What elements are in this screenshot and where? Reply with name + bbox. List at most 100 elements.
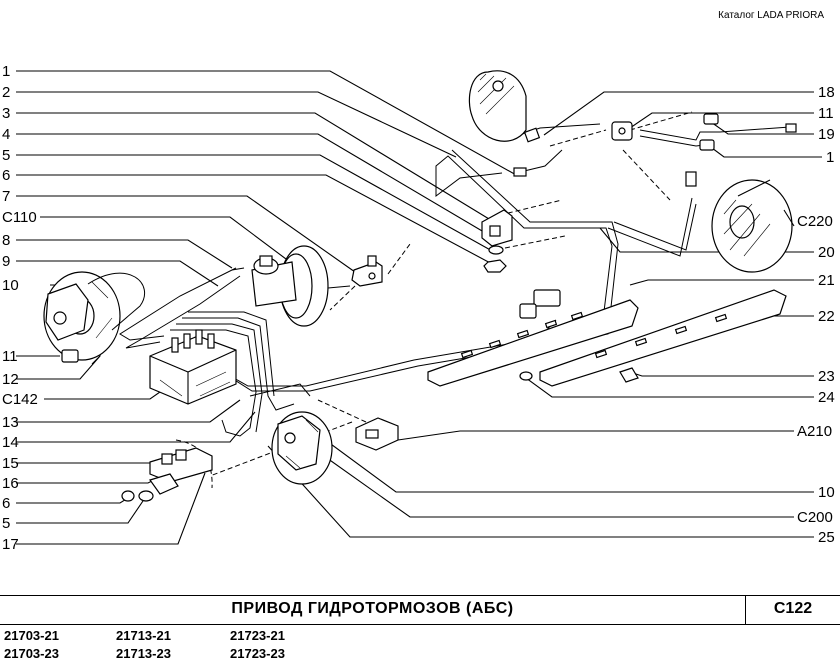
right-callouts: 18 11 19 1 C220 20 21 22 23 24 A210 10 C… xyxy=(797,84,835,546)
callout-16: 16 xyxy=(2,475,19,492)
leader-a210 xyxy=(397,430,794,441)
callout-22: 22 xyxy=(818,308,835,325)
clip-bracket-lower xyxy=(121,447,213,502)
abs-hydraulic-unit xyxy=(149,329,237,405)
callout-1r: 1 xyxy=(826,149,834,166)
callout-19: 19 xyxy=(818,126,835,143)
dash-tee-left xyxy=(549,129,607,147)
model-code: 21703-21 xyxy=(4,628,59,643)
front-left-brake xyxy=(43,271,146,363)
leader-17 xyxy=(16,472,206,545)
callout-13: 13 xyxy=(2,414,19,431)
callout-6b: 6 xyxy=(2,495,10,512)
callout-21: 21 xyxy=(818,272,835,289)
mounting-bracket-21 xyxy=(427,289,639,387)
model-code: 21723-23 xyxy=(230,646,285,661)
leader-12 xyxy=(16,355,101,380)
model-code: 21713-21 xyxy=(116,628,171,643)
tube-rear-left-c xyxy=(519,149,563,173)
mounting-bracket-22 xyxy=(539,289,787,387)
leader-6b xyxy=(16,497,129,504)
leader-8 xyxy=(16,239,233,269)
leader-14 xyxy=(16,411,256,443)
callout-10r: 10 xyxy=(818,484,835,501)
bracket-nut-cluster xyxy=(481,209,513,273)
callout-4: 4 xyxy=(2,126,10,143)
leader-9 xyxy=(16,260,219,287)
callout-8: 8 xyxy=(2,232,10,249)
callout-12: 12 xyxy=(2,371,19,388)
callout-9: 9 xyxy=(2,253,10,270)
leader-4 xyxy=(16,133,495,239)
dash-sensor-down xyxy=(329,285,356,311)
callout-11r: 11 xyxy=(818,105,834,122)
leader-c200 xyxy=(309,445,794,518)
callout-17: 17 xyxy=(2,536,19,553)
wheel-speed-sensor xyxy=(351,255,383,287)
front-right-brake xyxy=(271,411,333,485)
dashed-connectors xyxy=(175,111,693,489)
model-code: 21713-23 xyxy=(116,646,171,661)
leader-24 xyxy=(525,377,814,398)
leader-c110 xyxy=(40,216,291,263)
leader-1r xyxy=(711,147,822,158)
tube-rear-right xyxy=(607,197,693,257)
callout-11: 11 xyxy=(2,348,18,365)
leader-5 xyxy=(16,154,495,253)
dash-tee-right xyxy=(629,111,693,131)
tube-to-tee-right xyxy=(639,126,791,141)
leader-10r xyxy=(304,424,814,493)
brake-booster-master-cylinder xyxy=(231,245,351,327)
leader-13 xyxy=(16,399,241,423)
leader-11r xyxy=(629,112,814,129)
rear-right-drum xyxy=(711,179,795,273)
callout-23: 23 xyxy=(818,368,835,385)
brake-system-diagram: 1 2 3 4 5 6 7 C110 8 9 10 11 12 C142 13 … xyxy=(2,63,835,553)
callout-a210: A210 xyxy=(797,423,832,440)
model-code: 21703-23 xyxy=(4,646,59,661)
tube-abs-front-right-c xyxy=(182,317,295,411)
tube-abs-front-right-b xyxy=(176,323,263,433)
leader-5b xyxy=(16,497,146,524)
callout-1: 1 xyxy=(2,63,10,80)
leader-16 xyxy=(16,475,163,484)
dash-tee-down xyxy=(622,149,671,201)
left-callouts: 1 2 3 4 5 6 7 C110 8 9 10 11 12 C142 13 … xyxy=(2,63,38,553)
tube-master-to-abs-b xyxy=(125,275,241,349)
page-code: C122 xyxy=(773,600,813,617)
tube-abs-front-right-d xyxy=(188,311,275,397)
callout-c110: C110 xyxy=(2,209,37,226)
callout-15: 15 xyxy=(2,455,19,472)
callout-7: 7 xyxy=(2,188,10,205)
dash-sensor-up xyxy=(387,243,411,275)
page-title: ПРИВОД ГИДРОТОРМОЗОВ (АБС) xyxy=(231,600,514,617)
model-code: 21723-21 xyxy=(230,628,285,643)
tee-fittings xyxy=(513,113,797,187)
leader-23 xyxy=(629,371,814,377)
dash-bracket-down xyxy=(504,235,566,249)
dash-clip-a210 xyxy=(317,399,367,423)
callout-3: 3 xyxy=(2,105,10,122)
title-divider xyxy=(745,596,746,624)
dash-bracket-up xyxy=(499,199,563,216)
callout-c200: C200 xyxy=(797,509,833,526)
clip-a210 xyxy=(355,417,399,451)
leader-7 xyxy=(16,195,356,273)
callout-5: 5 xyxy=(2,147,10,164)
leader-21 xyxy=(629,279,814,286)
callout-2: 2 xyxy=(2,84,10,101)
callout-20: 20 xyxy=(818,244,835,261)
callout-14: 14 xyxy=(2,434,19,451)
left-leaders xyxy=(16,70,519,545)
tube-abs-front-right xyxy=(170,329,257,437)
tube-to-front-right-hose xyxy=(249,383,311,397)
leader-3 xyxy=(16,112,495,223)
catalog-header: Каталог LADA PRIORA xyxy=(718,10,824,21)
callout-c142: C142 xyxy=(2,391,38,408)
title-row: ПРИВОД ГИДРОТОРМОЗОВ (АБС) C122 xyxy=(0,595,840,625)
right-leaders xyxy=(267,91,822,538)
footer: ПРИВОД ГИДРОТОРМОЗОВ (АБС) C122 21703-21… xyxy=(0,595,840,670)
callout-25: 25 xyxy=(818,529,835,546)
leader-6 xyxy=(16,174,495,266)
rear-left-drum xyxy=(468,70,527,142)
